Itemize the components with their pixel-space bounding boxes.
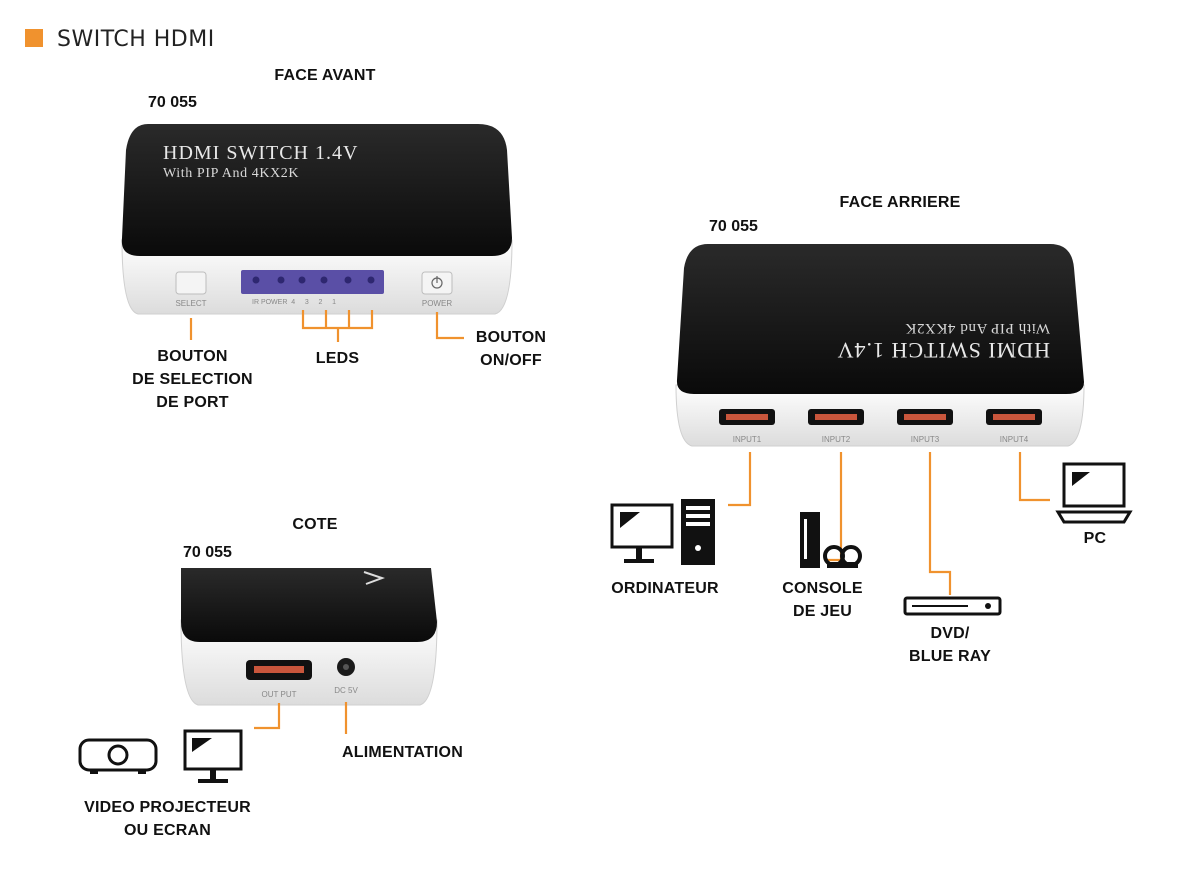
dvd-player-icon (903, 596, 1002, 616)
select-label: SELECT (175, 299, 206, 308)
callout-line: BOUTON (475, 329, 547, 346)
callout-leds: LEDS (300, 347, 375, 370)
hdmi-port-2 (808, 409, 864, 425)
select-button (175, 271, 207, 295)
front-device-text-1: HDMI SWITCH 1.4V (163, 142, 358, 164)
side-device: OUT PUT DC 5V (180, 568, 438, 706)
callout-line: VIDEO PROJECTEUR (84, 799, 251, 816)
callout-power-button: BOUTON ON/OFF (466, 326, 556, 372)
back-device-text-1: HDMI SWITCH 1.4V (837, 338, 1050, 363)
callout-select-button: BOUTON DE SELECTION DE PORT (120, 345, 265, 414)
back-ref: 70 055 (709, 218, 758, 235)
port-label-3: INPUT3 (911, 435, 940, 444)
hdmi-port-3 (897, 409, 953, 425)
front-ref: 70 055 (148, 94, 197, 111)
callout-line: ON/OFF (480, 352, 542, 369)
dc-label: DC 5V (334, 686, 358, 695)
monitor-icon (610, 503, 674, 563)
callout-display: VIDEO PROJECTEUR OU ECRAN (70, 796, 265, 842)
callout-dvd: DVD/ BLUE RAY (895, 622, 1005, 668)
power-label: POWER (422, 299, 452, 308)
callout-pc: PC (1070, 527, 1120, 550)
back-device: HDMI SWITCH 1.4V With PIP And 4KX2K INPU… (675, 244, 1085, 447)
callout-line: DVD/ (930, 625, 970, 642)
led-panel (241, 270, 384, 294)
port-label-2: INPUT2 (822, 435, 851, 444)
led-labels: IR POWER 4 3 2 1 (252, 299, 336, 306)
hdmi-port-4 (986, 409, 1042, 425)
projector-icon (78, 738, 158, 774)
callout-line: ALIMENTATION (342, 744, 463, 761)
hdmi-port-1 (719, 409, 775, 425)
front-section-title: FACE AVANT (274, 67, 376, 84)
output-label: OUT PUT (262, 690, 297, 699)
game-console-icon (800, 512, 862, 568)
callout-line: CONSOLE (782, 580, 863, 597)
callout-line: PC (1083, 530, 1107, 547)
back-section-title: FACE ARRIERE (839, 194, 961, 211)
front-device: HDMI SWITCH 1.4V With PIP And 4KX2K SELE… (121, 124, 513, 315)
front-device-text-2: With PIP And 4KX2K (163, 166, 299, 181)
back-device-text-2: With PIP And 4KX2K (905, 320, 1050, 336)
callout-computer: ORDINATEUR (600, 577, 730, 600)
callout-console: CONSOLE DE JEU (770, 577, 875, 623)
header-accent-square (25, 29, 43, 47)
page-title: SWITCH HDMI (57, 27, 215, 52)
pc-tower-icon (681, 499, 715, 565)
callout-line: OU ECRAN (124, 822, 211, 839)
callout-line: DE JEU (793, 603, 852, 620)
callout-line: DE SELECTION (132, 371, 253, 388)
laptop-icon (1055, 462, 1133, 524)
hdmi-output-port (246, 660, 312, 680)
callout-line: ORDINATEUR (611, 580, 719, 597)
callout-line: LEDS (315, 350, 360, 367)
side-section-title: COTE (292, 516, 338, 533)
port-label-4: INPUT4 (1000, 435, 1029, 444)
callout-line: DE PORT (156, 394, 229, 411)
port-label-1: INPUT1 (733, 435, 762, 444)
callout-line: BOUTON (157, 348, 228, 365)
screen-icon (183, 729, 243, 783)
callout-line: BLUE RAY (909, 648, 991, 665)
callout-power-supply: ALIMENTATION (330, 741, 475, 764)
side-ref: 70 055 (183, 544, 232, 561)
